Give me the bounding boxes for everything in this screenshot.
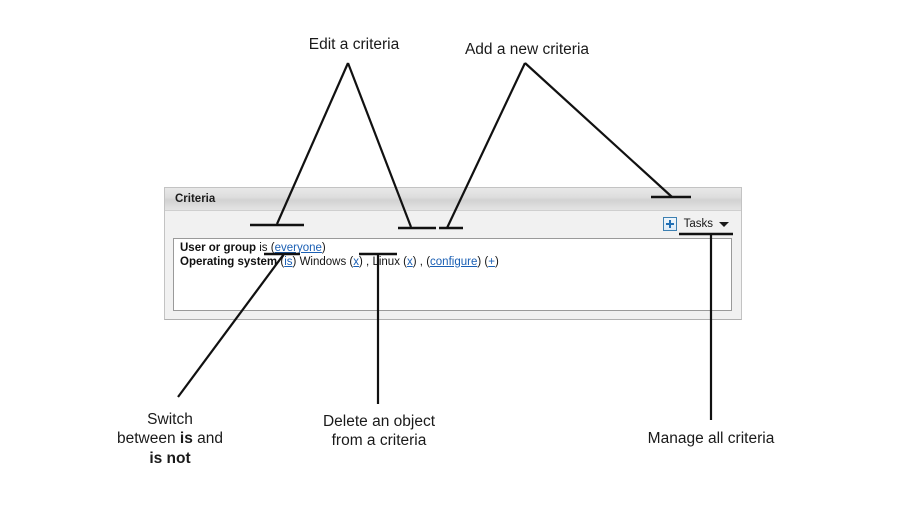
panel-header: Criteria bbox=[165, 188, 741, 211]
chevron-down-icon bbox=[719, 221, 729, 227]
leader-add-right bbox=[524, 62, 673, 198]
annotation-switch-is-is-not: Switch between is and is not bbox=[110, 410, 230, 468]
criteria-row-user-or-group: User or group is (everyone) bbox=[180, 242, 725, 256]
annotation-delete-line1: Delete an object bbox=[322, 413, 436, 430]
criteria-operator-static: is bbox=[259, 242, 268, 254]
tasks-dropdown[interactable]: Tasks bbox=[684, 218, 729, 230]
add-item-plus-link[interactable]: + bbox=[488, 255, 495, 268]
criteria-item-label-linux: Linux bbox=[372, 255, 400, 268]
close-paren: ) bbox=[321, 242, 326, 254]
configure-criteria-link[interactable]: configure bbox=[430, 255, 478, 268]
criteria-label-operating-system: Operating system bbox=[180, 255, 278, 268]
criteria-panel: Criteria Tasks User or group is (everyon… bbox=[164, 187, 742, 320]
annotation-manage-all-criteria: Manage all criteria bbox=[647, 430, 775, 447]
page-title: Criteria bbox=[175, 193, 216, 205]
open-paren: ( bbox=[270, 242, 275, 254]
panel-toolbar: Tasks bbox=[165, 211, 741, 237]
criteria-item-label-windows: Windows bbox=[299, 255, 347, 268]
annotation-switch-line1: Switch bbox=[147, 411, 193, 428]
criteria-value-everyone-link[interactable]: everyone bbox=[274, 242, 322, 254]
annotation-switch-line2-c: and bbox=[192, 430, 224, 448]
annotation-switch-line2-a: between bbox=[116, 430, 180, 448]
remove-item-linux-link[interactable]: x bbox=[407, 255, 413, 268]
annotation-delete-an-object: Delete an object from a criteria bbox=[308, 412, 450, 451]
criteria-list: User or group is (everyone) Operating sy… bbox=[173, 238, 732, 311]
annotation-switch-line2-b: is bbox=[179, 430, 193, 448]
criteria-operator-is-link[interactable]: is bbox=[284, 255, 293, 268]
add-criteria-plus-icon[interactable] bbox=[662, 217, 677, 231]
annotation-delete-line2: from a criteria bbox=[331, 432, 427, 450]
criteria-label-user-or-group: User or group bbox=[180, 242, 257, 254]
annotation-edit-a-criteria: Edit a criteria bbox=[308, 36, 400, 53]
remove-item-windows-link[interactable]: x bbox=[353, 255, 360, 268]
criteria-row-operating-system: Operating system (is) Windows (x) , Linu… bbox=[180, 255, 499, 268]
tasks-label: Tasks bbox=[683, 218, 713, 230]
annotation-add-a-new-criteria: Add a new criteria bbox=[464, 41, 590, 58]
annotation-switch-line2: between is and bbox=[110, 429, 230, 448]
annotation-switch-line3: is not bbox=[149, 449, 191, 467]
